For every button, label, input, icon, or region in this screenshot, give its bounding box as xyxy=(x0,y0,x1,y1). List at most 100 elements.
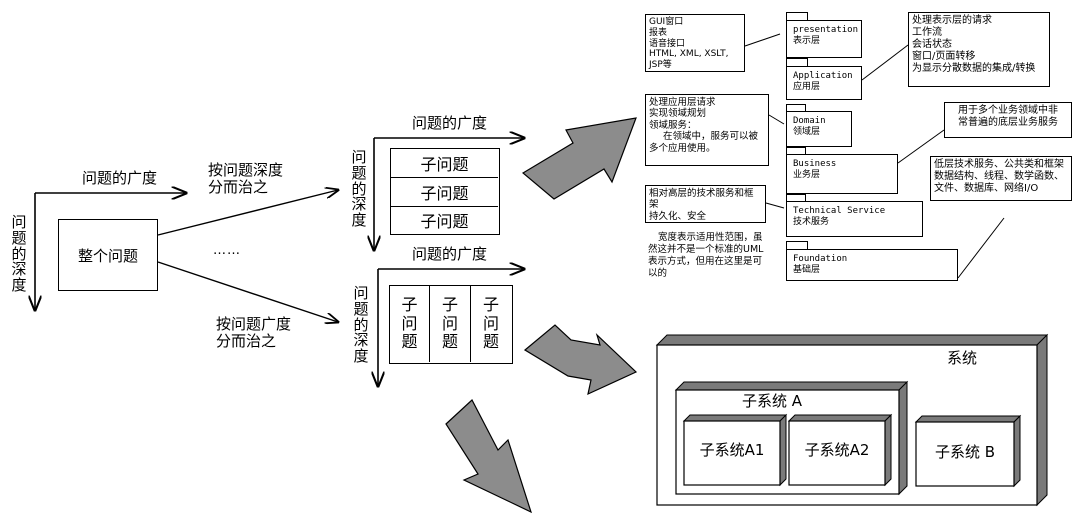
note-line: 窗口/页面转移 xyxy=(912,51,976,62)
breadth-label: 问题的广度 xyxy=(82,169,158,187)
note-line: 工作流 xyxy=(912,27,942,38)
sub-problem-col: 子问题 xyxy=(430,286,471,362)
note-line: 相对高层的技术服务和框架 xyxy=(649,188,754,211)
whole-problem-label: 整个问题 xyxy=(77,246,138,265)
package-name: Business xyxy=(793,159,837,169)
breadth-split-arrow xyxy=(157,261,338,322)
note-line: 文件、数据库、网络I/O xyxy=(934,183,1039,194)
note-line: 实现领域规划 xyxy=(649,108,707,120)
note-line: 以的 xyxy=(648,267,668,279)
split-by-breadth-line2: 分而治之 xyxy=(216,332,277,351)
package-label: 表示层 xyxy=(793,36,821,47)
whole-problem-box: 整个问题 xyxy=(58,219,158,291)
sub-problem-char: 问 xyxy=(482,313,499,333)
split-by-depth-line2: 分而治之 xyxy=(208,178,269,197)
note-line: 持久化、安全 xyxy=(649,210,707,222)
package-name: Domain xyxy=(793,116,826,126)
depth-split-depth-label: 问题的深度 xyxy=(348,148,370,229)
subsystem-a1-label: 子系统A1 xyxy=(699,441,765,459)
sub-problem-row: 子问题 xyxy=(420,212,469,231)
subsystem-a2-top xyxy=(787,414,893,422)
note-line: 会话状态 xyxy=(912,39,952,50)
note-line: 领域服务： xyxy=(649,119,697,131)
note-line: 宽度表示适用性范围，虽 xyxy=(658,232,763,243)
vertical-char: 度 xyxy=(351,211,367,229)
package-foundation: Foundation 基础层 xyxy=(786,249,958,281)
package-name: Technical Service xyxy=(793,206,886,216)
gray-arrow-down xyxy=(445,399,532,514)
subsystem-b-side xyxy=(1013,414,1021,488)
ellipsis: …… xyxy=(213,243,241,258)
split-by-breadth-label: 按问题广度 分而治之 xyxy=(216,315,292,351)
package-technical-service: Technical Service 技术服务 xyxy=(786,201,923,237)
package-business: Business 业务层 xyxy=(786,154,898,194)
sub-problem-char: 问 xyxy=(401,313,418,333)
note-application: 处理应用层请求 实现领域规划 领域服务： 在领域中，服务可以被 多个应用使用。 xyxy=(645,94,769,166)
package-name: presentation xyxy=(793,25,859,35)
note-line: GUI窗口 xyxy=(649,17,684,27)
vertical-char: 深 xyxy=(11,260,27,279)
split-by-depth-line1: 按问题深度 xyxy=(208,161,284,179)
sub-problem-row: 子问题 xyxy=(391,178,498,207)
package-tab xyxy=(786,58,808,66)
depth-label: 问题的深度 xyxy=(8,213,30,294)
depth-split-arrow xyxy=(157,190,338,236)
package-label: 基础层 xyxy=(793,265,821,276)
note-line: 表示方式，但用在这里是可 xyxy=(648,255,763,267)
sub-problem-char: 子 xyxy=(482,295,499,315)
note-line: 为显示分散数据的集成/转换 xyxy=(912,63,1036,74)
vertical-char: 题 xyxy=(11,228,27,247)
system-frame-top xyxy=(655,334,1049,346)
note-line: 低层技术服务、公共类和框架 xyxy=(934,159,1064,170)
package-label: 领域层 xyxy=(793,127,821,138)
breadth-split-box: 子问题 子问题 子问题 xyxy=(389,285,513,364)
gray-arrow-to-system xyxy=(523,324,638,396)
subsystem-a1-front xyxy=(683,420,781,486)
package-label: 业务层 xyxy=(793,170,821,181)
note-presentation: 处理表示层的请求 工作流 会话状态 窗口/页面转移 为显示分散数据的集成/转换 xyxy=(908,12,1050,87)
system-frame-side xyxy=(1036,333,1048,507)
sub-problem-col: 子问题 xyxy=(471,286,511,362)
breadth-split-depth-label: 问题的深度 xyxy=(350,284,372,365)
note-width: 宽度表示适用性范围，虽 然这并不是一个标准的UML 表示方式，但用在这里是可 以… xyxy=(648,232,763,280)
note-line: 语音接口 xyxy=(649,38,686,49)
package-label: 技术服务 xyxy=(793,217,830,228)
subsystem-b-top xyxy=(914,415,1022,423)
system-title: 系统 xyxy=(947,349,978,367)
note-line: 在领域中，服务可以被 xyxy=(663,131,759,143)
subsystem-a-label: 子系统 A xyxy=(742,392,803,410)
subsystem-a-top xyxy=(674,381,909,391)
vertical-char: 题 xyxy=(353,299,369,318)
note-foundation: 低层技术服务、公共类和框架 数据结构、线程、数学函数、 文件、数据库、网络I/O xyxy=(930,156,1072,201)
vertical-char: 问 xyxy=(353,284,369,302)
connector xyxy=(768,114,785,125)
subsystem-a-side xyxy=(898,380,908,496)
package-domain: Domain 领域层 xyxy=(786,111,852,147)
package-name: Foundation xyxy=(793,254,848,264)
subsystem-a2-label: 子系统A2 xyxy=(804,441,870,459)
depth-split-breadth-label: 问题的广度 xyxy=(412,114,488,132)
note-line: 处理应用层请求 xyxy=(649,97,716,108)
package-presentation: presentation 表示层 xyxy=(786,20,862,58)
note-line: 然这并不是一个标准的UML xyxy=(648,243,764,255)
note-line: 报表 xyxy=(649,27,668,38)
connector xyxy=(744,33,781,47)
vertical-char: 问 xyxy=(351,148,367,166)
note-line: 用于多个业务领域中非 xyxy=(958,105,1058,116)
vertical-char: 问 xyxy=(11,213,27,231)
subsystem-a2-side xyxy=(884,413,892,487)
note-line: 处理表示层的请求 xyxy=(912,15,992,26)
vertical-char: 度 xyxy=(353,347,369,365)
connector xyxy=(897,129,945,164)
sub-problem-char: 题 xyxy=(441,332,458,352)
depth-split-box: 子问题 子问题 子问题 xyxy=(390,148,500,235)
split-by-breadth-line1: 按问题广度 xyxy=(216,315,292,333)
vertical-char: 度 xyxy=(11,276,27,294)
note-line: 多个应用使用。 xyxy=(649,142,716,154)
note-business: 用于多个业务领域中非 常普遍的底层业务服务 xyxy=(944,102,1072,138)
sub-problem-row: 子问题 xyxy=(391,149,498,178)
split-by-depth-label: 按问题深度 分而治之 xyxy=(208,161,284,197)
note-gui: GUI窗口 报表 语音接口 HTML, XML, XSLT, JSP等 xyxy=(645,14,745,72)
